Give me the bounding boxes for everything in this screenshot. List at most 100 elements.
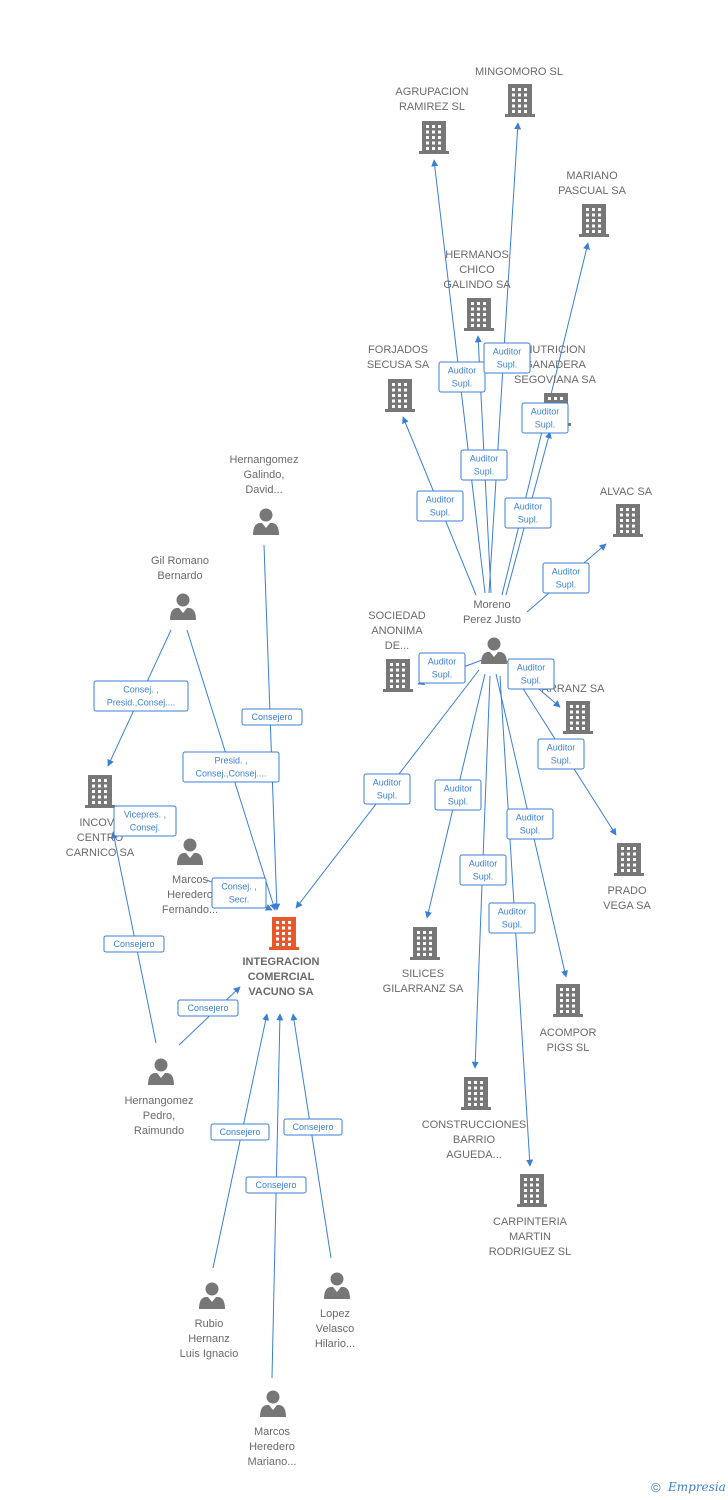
edge-label-text: Auditor [373, 778, 402, 788]
edge-label[interactable]: Consej. ,Presid.,Consej.... [93, 680, 189, 712]
node-hernangomez-galindo[interactable]: HernangomezGalindo,David... [229, 454, 299, 535]
edge-label-box [459, 854, 507, 886]
node-label: CARPINTERIA [493, 1216, 568, 1228]
building-icon [410, 927, 440, 960]
edge-rubio-to-integracion [212, 1013, 270, 1269]
node-label: Hernangomez [229, 454, 298, 466]
node-marcos-mariano[interactable]: MarcosHerederoMariano... [248, 1390, 297, 1469]
node-alvac[interactable]: ALVAC SA [600, 486, 653, 537]
edge-label[interactable]: Presid. ,Consej.,Consej.... [182, 751, 280, 783]
edge-label[interactable]: Consej. , Secr. [211, 877, 267, 909]
node-label: MARTIN [509, 1231, 551, 1243]
building-icon [464, 298, 494, 331]
node-label: GANADERA [524, 359, 586, 371]
edge-label[interactable]: Consejero [210, 1123, 270, 1141]
edge-label-box [182, 751, 280, 783]
node-carpinteria[interactable]: CARPINTERIA MARTIN RODRIGUEZ SL [489, 1174, 572, 1258]
edge-label-box [542, 562, 590, 594]
edge-label-text: Auditor [448, 366, 477, 376]
building-icon [517, 1174, 547, 1207]
edge-label-text: Supl. [521, 676, 542, 686]
node-arranz[interactable]: ARRANZ SA [542, 683, 606, 734]
edge-label[interactable]: Consejero [283, 1118, 343, 1136]
node-sociedad-anonima[interactable]: SOCIEDADANONIMADE... [368, 610, 426, 692]
brand-logo-text[interactable]: Empresia [667, 1480, 726, 1494]
node-label: ARRANZ SA [542, 683, 606, 695]
node-mingomoro[interactable]: MINGOMORO SL [475, 66, 563, 117]
edge-label-text: Consejero [219, 1127, 260, 1137]
node-label: CHICO [459, 264, 495, 276]
node-label: Galindo, [244, 469, 285, 481]
building-icon [383, 659, 413, 692]
node-label: INCOVA [79, 817, 121, 829]
edge-label-text: Presid. , [214, 756, 247, 766]
edge-label-incova-vicepres[interactable]: Vicepres. ,Consej. [113, 805, 177, 837]
edge-label-box [241, 708, 303, 726]
node-label: HERMANOS [445, 249, 509, 261]
node-marcos-fernando[interactable]: MarcosHerederoFernando... [162, 838, 218, 917]
node-label: Marcos [172, 874, 209, 886]
node-label: PASCUAL SA [558, 185, 627, 197]
edge-label[interactable]: Consejero [103, 935, 165, 953]
edge-label-text: Auditor [444, 784, 473, 794]
edge-label-box [506, 808, 554, 840]
node-construcciones[interactable]: CONSTRUCCIONESBARRIOAGUEDA... [422, 1077, 527, 1161]
copyright-symbol: © [651, 1480, 661, 1495]
edge-label-box [460, 449, 508, 481]
person-icon [199, 1282, 225, 1309]
edge-label-text: Secr. [229, 895, 250, 905]
edge-label[interactable]: Consejero [245, 1176, 307, 1194]
edge-label-text: Supl. [497, 360, 518, 370]
edge-label-box [488, 902, 536, 934]
edge-label-text: Auditor [493, 347, 522, 357]
edge-label[interactable]: Consejero [177, 999, 239, 1017]
edge-label-text: Auditor [517, 663, 546, 673]
node-label: CONSTRUCCIONES [422, 1119, 527, 1131]
node-label: RODRIGUEZ SL [489, 1246, 572, 1258]
person-icon [253, 508, 279, 535]
edge-label-text: Auditor [498, 907, 527, 917]
edge-label-text: Supl. [473, 872, 494, 882]
edge-label-text: Supl. [502, 920, 523, 930]
node-label: SOCIEDAD [368, 610, 426, 622]
node-label: Luis Ignacio [180, 1348, 239, 1360]
edge-label-text: Consejero [187, 1003, 228, 1013]
node-label: Velasco [316, 1323, 355, 1335]
person-icon [170, 593, 196, 620]
edge-label-box [537, 738, 585, 770]
edge-label-text: Consej. , [123, 685, 159, 695]
edge-label-text: Consej. , [221, 882, 257, 892]
node-label: GILARRANZ SA [383, 983, 464, 995]
node-lopez[interactable]: LopezVelascoHilario... [315, 1272, 355, 1351]
node-label: DE... [385, 640, 409, 652]
edge-label[interactable]: Consejero [241, 708, 303, 726]
